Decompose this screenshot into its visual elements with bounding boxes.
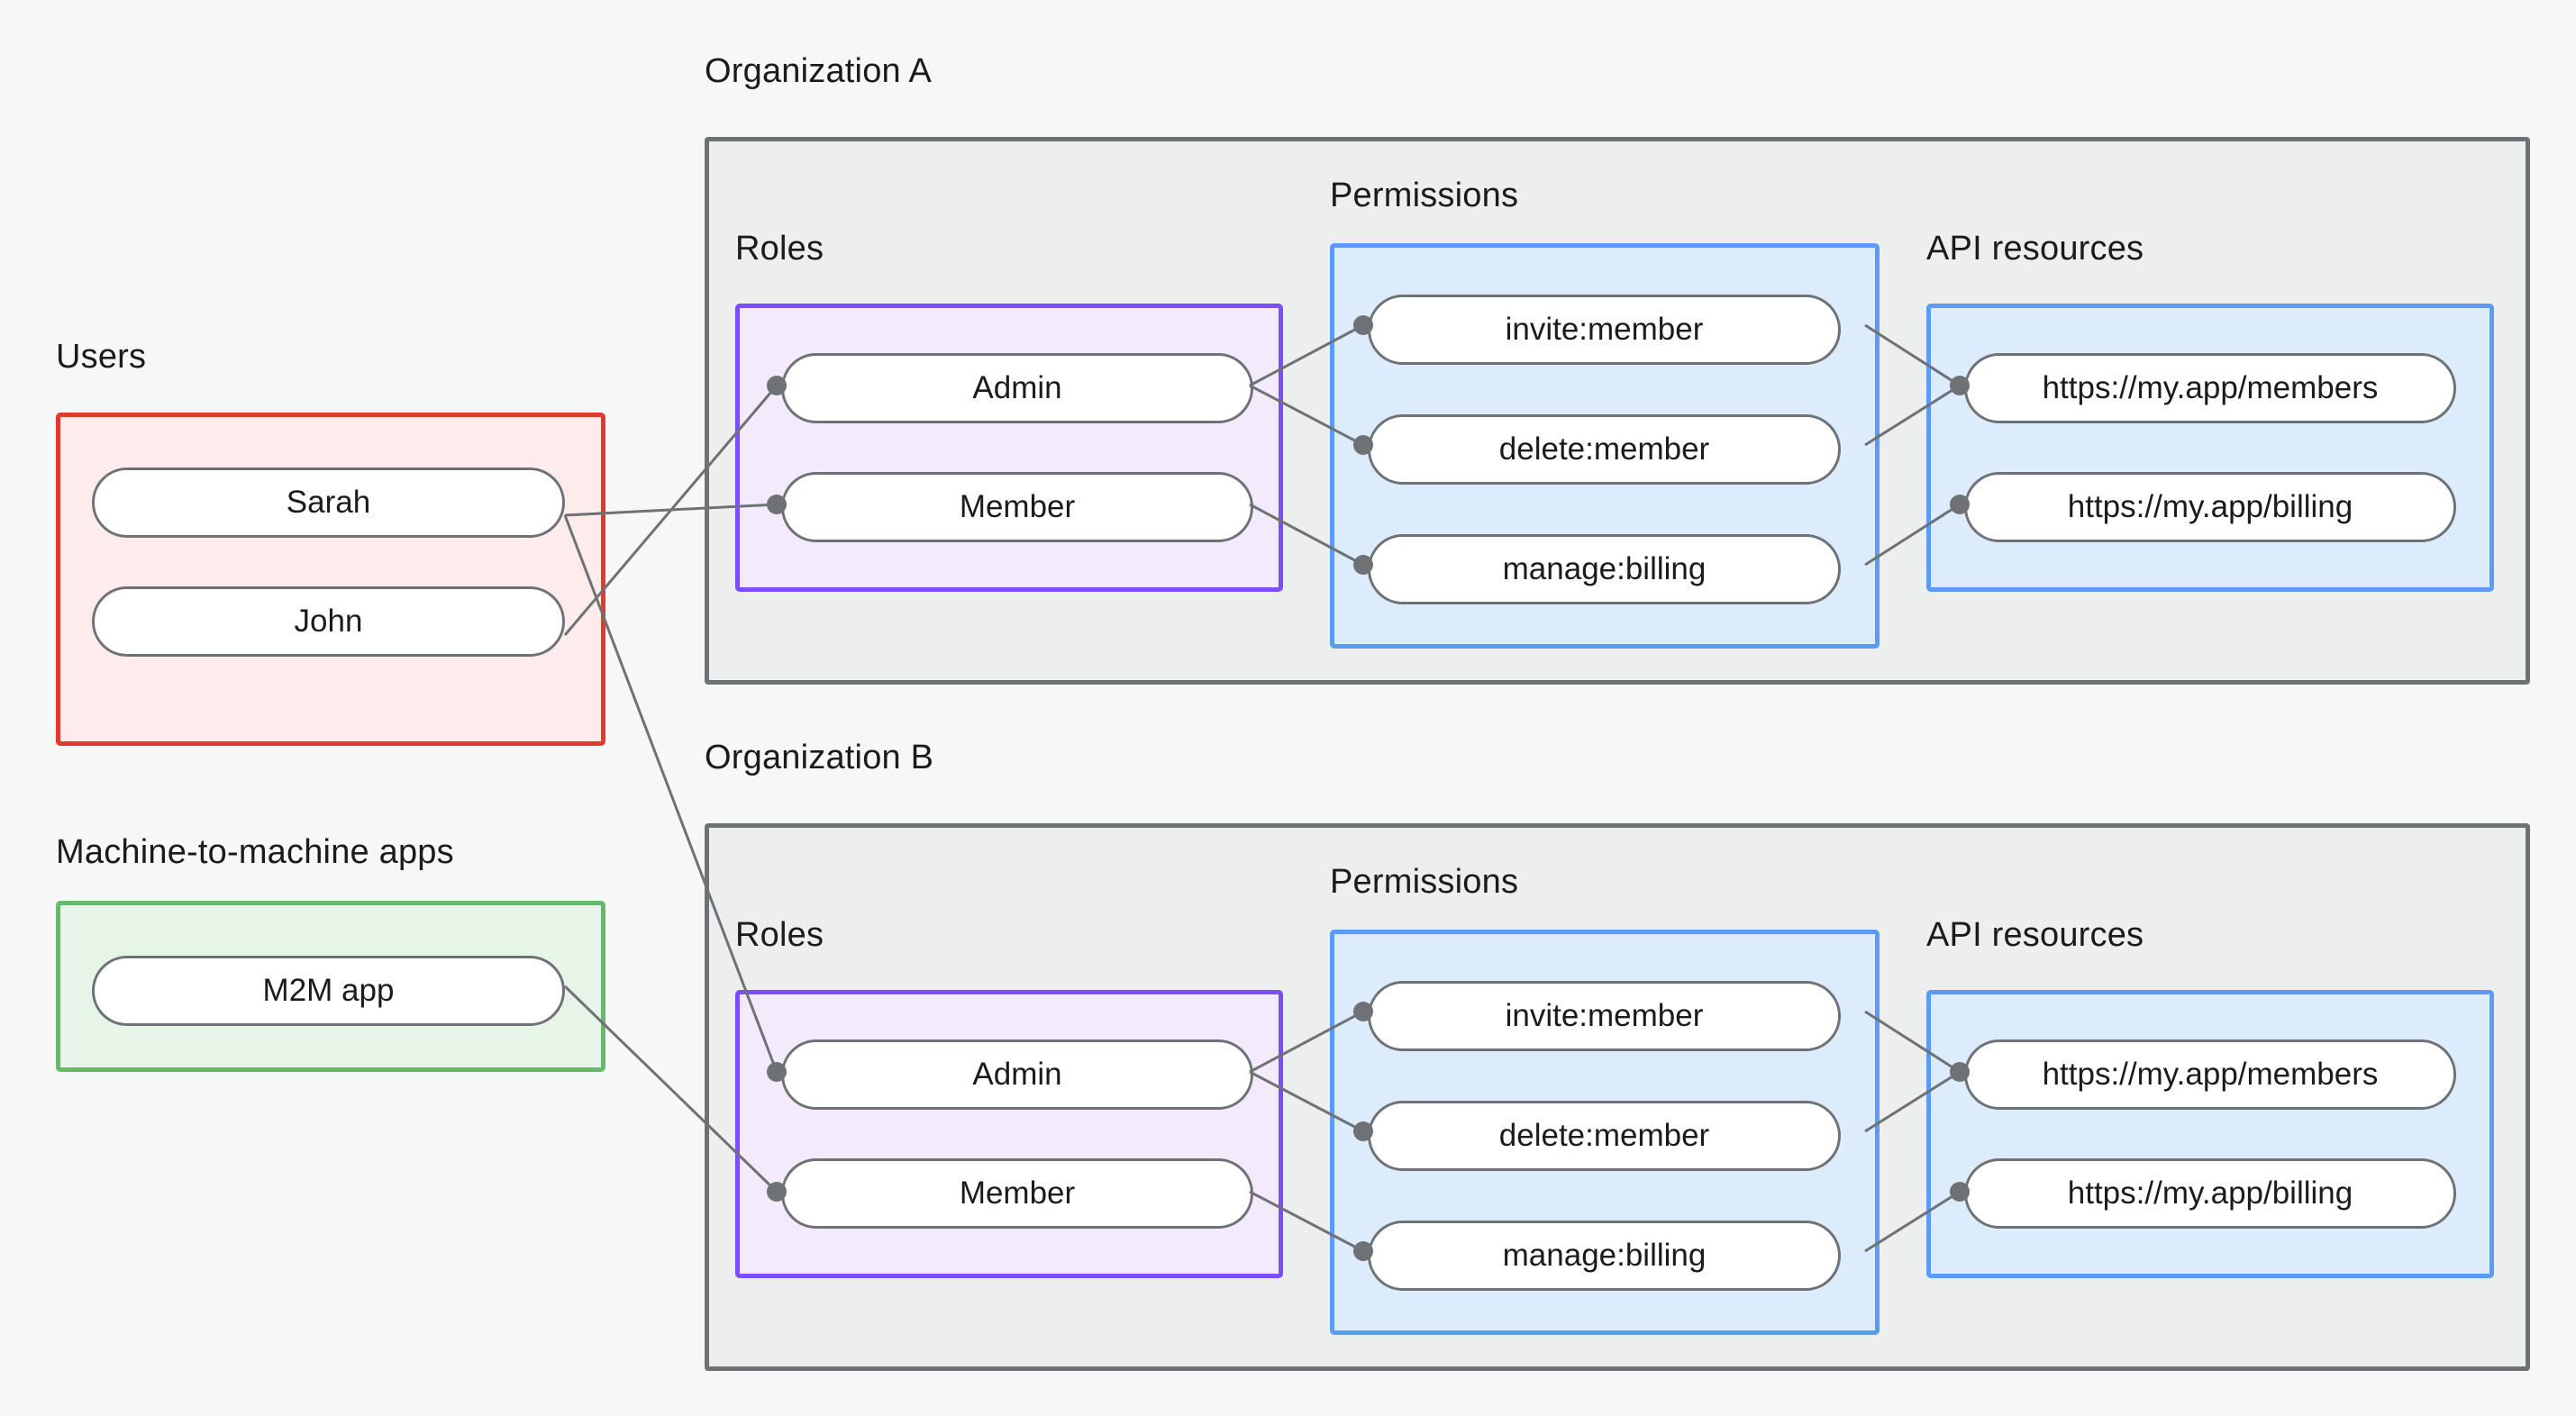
org-a-label: Organization A	[705, 52, 933, 90]
role-node-member-a[interactable]: Member	[781, 472, 1253, 542]
m2m-group-label: Machine-to-machine apps	[56, 833, 454, 871]
permission-node-billing-a[interactable]: manage:billing	[1368, 534, 1841, 604]
m2m-container: M2M app	[56, 901, 605, 1072]
org-b-label: Organization B	[705, 739, 934, 776]
org-b-api-label: API resources	[1926, 916, 2144, 954]
org-b-permissions-container: invite:member delete:member manage:billi…	[1330, 930, 1880, 1335]
user-node-sarah[interactable]: Sarah	[92, 467, 565, 538]
permission-node-invite-a[interactable]: invite:member	[1368, 295, 1841, 365]
org-b-roles-container: Admin Member	[735, 990, 1283, 1278]
permission-node-delete-a[interactable]: delete:member	[1368, 414, 1841, 485]
permission-node-invite-b[interactable]: invite:member	[1368, 981, 1841, 1051]
api-node-members-b[interactable]: https://my.app/members	[1964, 1039, 2456, 1110]
role-node-member-b[interactable]: Member	[781, 1158, 1253, 1229]
org-a-roles-container: Admin Member	[735, 304, 1283, 592]
org-b-roles-label: Roles	[735, 916, 824, 954]
org-a-api-container: https://my.app/members https://my.app/bi…	[1926, 304, 2494, 592]
permission-node-billing-b[interactable]: manage:billing	[1368, 1221, 1841, 1291]
role-node-admin-a[interactable]: Admin	[781, 353, 1253, 423]
users-group-label: Users	[56, 338, 147, 376]
permission-node-delete-b[interactable]: delete:member	[1368, 1101, 1841, 1171]
api-node-members-a[interactable]: https://my.app/members	[1964, 353, 2456, 423]
api-node-billing-a[interactable]: https://my.app/billing	[1964, 472, 2456, 542]
org-a-roles-label: Roles	[735, 230, 824, 268]
m2m-node-app[interactable]: M2M app	[92, 956, 565, 1026]
org-a-permissions-label: Permissions	[1330, 177, 1519, 214]
org-a-permissions-container: invite:member delete:member manage:billi…	[1330, 243, 1880, 649]
user-node-john[interactable]: John	[92, 586, 565, 657]
api-node-billing-b[interactable]: https://my.app/billing	[1964, 1158, 2456, 1229]
org-b-api-container: https://my.app/members https://my.app/bi…	[1926, 990, 2494, 1278]
org-a-api-label: API resources	[1926, 230, 2144, 268]
role-node-admin-b[interactable]: Admin	[781, 1039, 1253, 1110]
users-container: Sarah John	[56, 413, 605, 746]
org-b-permissions-label: Permissions	[1330, 863, 1519, 901]
